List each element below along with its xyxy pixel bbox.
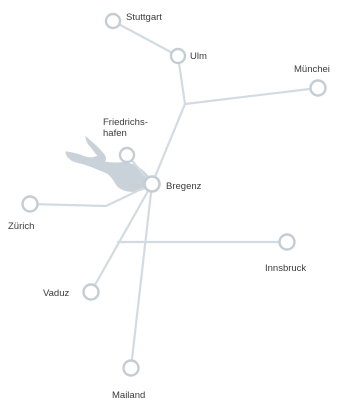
mailand-marker[interactable] xyxy=(122,359,140,377)
vaduz-label: Vaduz xyxy=(43,288,69,299)
ulm-label: Ulm xyxy=(190,51,207,62)
innsbruck-marker[interactable] xyxy=(278,233,296,251)
stuttgart-marker[interactable] xyxy=(104,12,122,30)
route-zuerich-bregenz xyxy=(28,182,154,208)
mailand-label: Mailand xyxy=(112,390,145,401)
route-stuttgart-ulm xyxy=(111,19,180,58)
route-bregenz-mailand xyxy=(129,182,154,370)
bregenz-marker[interactable] xyxy=(143,175,161,193)
vaduz-marker[interactable] xyxy=(82,283,100,301)
route-muenchen-junction xyxy=(183,86,320,106)
ulm-marker[interactable] xyxy=(169,47,187,65)
stuttgart-label: Stuttgart xyxy=(126,12,162,23)
route-junction-bregenz xyxy=(150,102,187,186)
muenchen-marker[interactable] xyxy=(309,79,327,97)
route-bregenz-vaduz xyxy=(89,182,154,294)
zuerich-marker[interactable] xyxy=(21,195,39,213)
friedrichshafen-label-line2: hafen xyxy=(103,128,127,139)
lake-constance-shape xyxy=(65,151,150,192)
friedrichshafen-label-line1: Friedrichs- xyxy=(103,117,148,128)
zuerich-label: Zürich xyxy=(8,221,34,232)
bregenz-label: Bregenz xyxy=(166,181,202,192)
lake-overlinger-arm xyxy=(85,135,106,159)
innsbruck-label: Innsbruck xyxy=(265,263,306,274)
muenchen-label: Münchei xyxy=(294,64,330,75)
friedrichshafen-marker[interactable] xyxy=(118,146,136,164)
